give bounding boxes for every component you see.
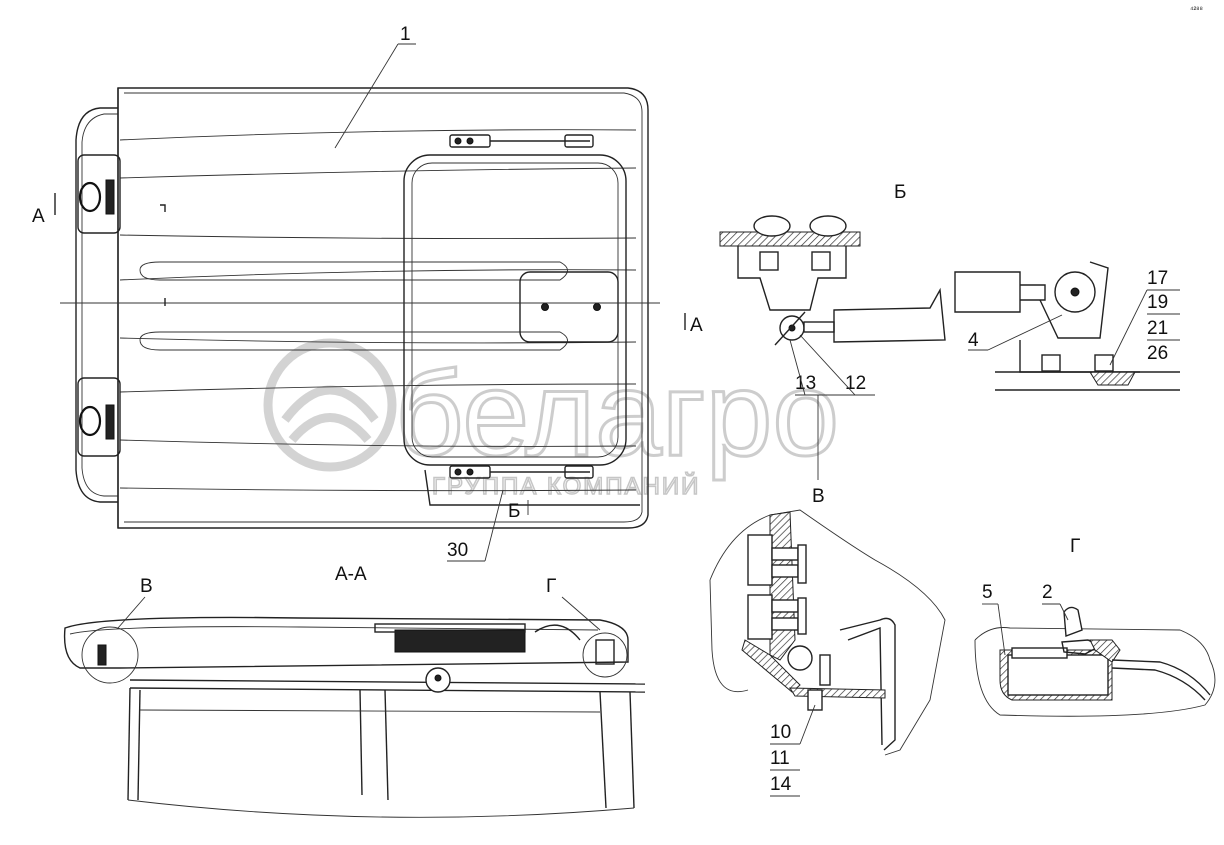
section-marker-a-left: А [32, 206, 45, 227]
callout-5: 5 [982, 582, 993, 603]
callout-2: 2 [1042, 582, 1053, 603]
callout-19: 19 [1147, 292, 1168, 313]
callout-12: 12 [845, 373, 866, 394]
callout-4: 4 [968, 330, 979, 351]
callout-17: 17 [1147, 268, 1168, 289]
callout-14: 14 [770, 774, 792, 795]
detail-v-stack: 10 11 14 [770, 704, 816, 797]
detail-g-title: Г [1070, 536, 1080, 557]
callout-21: 21 [1147, 318, 1168, 339]
detail-b-stack: 17 19 21 26 [1109, 268, 1180, 366]
callout-26: 26 [1147, 343, 1168, 364]
watermark-subtitle: ГРУППА КОМПАНИЙ [432, 472, 700, 500]
section-title: А-А [335, 564, 367, 585]
detail-b-title: Б [894, 182, 906, 203]
pointer-v: В [812, 486, 825, 507]
callout-1: 1 [400, 24, 411, 45]
detail-g-view [974, 606, 1216, 717]
section-marker-a-right: А [690, 315, 703, 336]
section-a-a-view [63, 616, 646, 818]
watermark: белагро ГРУППА КОМПАНИЙ [263, 338, 841, 501]
callout-11: 11 [770, 748, 790, 769]
watermark-logo-icon [263, 338, 397, 472]
detail-v-marker: В [140, 576, 153, 597]
callout-30: 30 [447, 540, 468, 561]
detail-b-marker: Б [508, 501, 520, 522]
callout-13: 13 [795, 373, 816, 394]
watermark-brand: белагро [395, 347, 839, 481]
roof-top-view [54, 87, 686, 529]
detail-v-view [709, 509, 946, 756]
callout-10: 10 [770, 722, 791, 743]
detail-g-marker: Г [546, 576, 556, 597]
detail-b-view [719, 215, 1180, 391]
page-mark: ⁴²⁸⁸ [1190, 5, 1203, 14]
